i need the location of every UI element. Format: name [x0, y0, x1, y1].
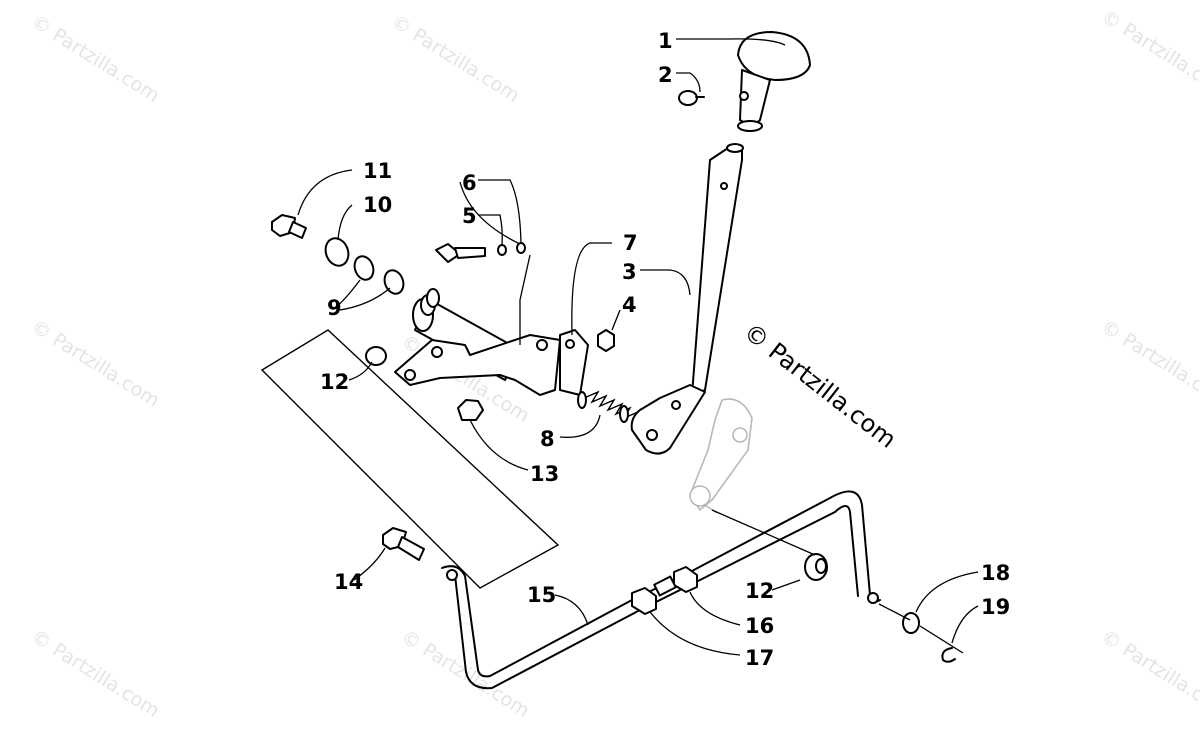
- nut-small: [597, 329, 615, 352]
- callout-18: 18: [981, 561, 1010, 585]
- flat-washer-upper: [324, 237, 350, 267]
- e-clip: [941, 647, 956, 663]
- callout-16: 16: [745, 614, 774, 638]
- callout-5: 5: [462, 204, 477, 228]
- copyright-notice: © Partzilla.com: [738, 318, 901, 454]
- callouts: 1 2 3 4 5 6 7 8 9 10 11 12 13 14 15 16 1…: [320, 29, 1010, 670]
- callout-13: 13: [530, 462, 559, 486]
- washer-small-b: [516, 242, 526, 254]
- callout-12-upper: 12: [320, 370, 349, 394]
- callout-7: 7: [623, 231, 638, 255]
- linkage-arm-ghost: [689, 398, 753, 514]
- shift-knob: [737, 31, 811, 132]
- callout-3: 3: [622, 260, 637, 284]
- watermark-top-center: © Partzilla.com: [387, 11, 523, 107]
- washer-lower: [804, 553, 828, 581]
- watermark-top-right: © Partzilla.com: [1097, 6, 1200, 102]
- watermark-mid-left: © Partzilla.com: [27, 316, 163, 412]
- callout-8: 8: [540, 427, 555, 451]
- flat-washer-lower: [902, 612, 920, 634]
- flange-bolt-lower: [382, 527, 425, 561]
- washer-upper: [365, 346, 387, 366]
- knob-screw: [678, 90, 705, 106]
- callout-17: 17: [745, 646, 774, 670]
- callout-14: 14: [334, 570, 363, 594]
- flange-bolt-upper: [271, 214, 307, 239]
- return-spring: [577, 390, 639, 423]
- adjust-bolt: [435, 243, 486, 263]
- callout-12-lower: 12: [745, 579, 774, 603]
- rod-adjuster: [631, 566, 698, 615]
- callout-10: 10: [363, 193, 392, 217]
- watermarks: © Partzilla.com © Partzilla.com © Partzi…: [27, 6, 1200, 722]
- washer-small-a: [497, 244, 507, 256]
- callout-9: 9: [327, 296, 342, 320]
- callout-15: 15: [527, 583, 556, 607]
- watermark-bottom-center: © Partzilla.com: [397, 626, 533, 722]
- assembly-outline: [260, 329, 560, 589]
- shift-plate: [559, 329, 589, 396]
- lock-nut: [457, 399, 484, 421]
- shift-lever: [630, 143, 744, 455]
- mounting-bracket: [394, 334, 561, 396]
- callout-6: 6: [462, 171, 477, 195]
- leader-lines: [297, 38, 979, 656]
- watermark-mid-right: © Partzilla.com: [1097, 316, 1200, 412]
- watermark-bottom-left: © Partzilla.com: [27, 626, 163, 722]
- callout-11: 11: [363, 159, 392, 183]
- callout-1: 1: [658, 29, 673, 53]
- callout-2: 2: [658, 63, 673, 87]
- callout-4: 4: [622, 293, 637, 317]
- callout-19: 19: [981, 595, 1010, 619]
- watermark-top-left: © Partzilla.com: [27, 11, 163, 107]
- watermark-bottom-right: © Partzilla.com: [1097, 626, 1200, 722]
- o-ring-a: [353, 255, 375, 281]
